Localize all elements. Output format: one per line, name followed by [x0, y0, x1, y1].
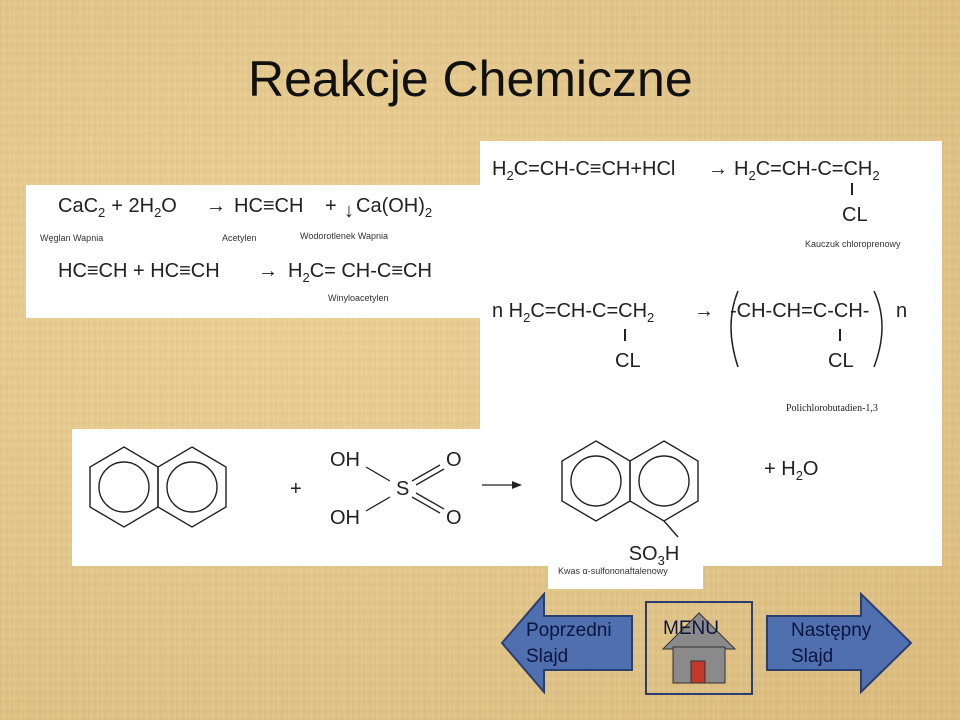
svg-text:Acetylen: Acetylen: [222, 233, 257, 243]
svg-text:+ H2O: + H2O: [764, 458, 818, 483]
left-arrow-icon: [500, 591, 633, 695]
previous-slide-label-line1: Poprzedni: [526, 620, 612, 641]
svg-text:SO3H: SO3H: [629, 543, 680, 568]
acetylene-reactions-panel: CaC2+ 2H2O → HC≡CH + ↓ Ca(OH)2 Węglan Wa…: [26, 185, 486, 318]
svg-text:Winyloacetylen: Winyloacetylen: [328, 293, 389, 303]
svg-text:n H2C=CH-C=CH2: n H2C=CH-C=CH2: [492, 300, 654, 325]
next-slide-label-line1: Następny: [791, 620, 872, 641]
svg-text:Kauczuk chloroprenowy: Kauczuk chloroprenowy: [805, 239, 901, 249]
previous-slide-button[interactable]: Poprzedni Slajd: [500, 591, 634, 695]
svg-text:↓: ↓: [344, 200, 354, 222]
svg-text:+: +: [290, 478, 302, 500]
next-slide-button[interactable]: Następny Slajd: [765, 591, 913, 695]
chloroprene-equations: H2C=CH-C≡CH+HCl → H2C=CH-C=CH2 CL Kauczu…: [492, 158, 907, 414]
svg-text:Wodorotlenek Wapnia: Wodorotlenek Wapnia: [300, 231, 388, 241]
svg-text:→: →: [258, 260, 278, 282]
svg-text:n: n: [896, 300, 907, 322]
svg-text:→: →: [694, 300, 714, 322]
svg-text:O: O: [446, 507, 462, 529]
svg-text:→: →: [206, 195, 226, 217]
svg-text:Kwas α-sulfononaftalenowy: Kwas α-sulfononaftalenowy: [558, 566, 668, 576]
sulfonation-panel: + OH O S OH O + H2O: [72, 429, 942, 566]
svg-text:S: S: [396, 478, 409, 500]
acetylene-equations: CaC2+ 2H2O → HC≡CH + ↓ Ca(OH)2 Węglan Wa…: [40, 195, 432, 303]
previous-slide-label-line2: Slajd: [526, 646, 569, 667]
svg-text:HC≡CH + HC≡CH: HC≡CH + HC≡CH: [58, 260, 220, 282]
so3h-label-layer: SO3H Kwas α-sulfononaftalenowy: [558, 543, 680, 576]
svg-text:+: +: [325, 195, 337, 217]
sulfonation-product-panel: [548, 566, 703, 589]
svg-text:CL: CL: [615, 350, 641, 372]
sulfonation-equation: + OH O S OH O + H2O: [89, 440, 818, 538]
svg-text:H2C=CH-C=CH2: H2C=CH-C=CH2: [734, 158, 880, 183]
svg-text:CL: CL: [842, 204, 868, 226]
svg-text:Polichlorobutadien-1,3: Polichlorobutadien-1,3: [786, 403, 878, 414]
home-icon: [645, 601, 753, 695]
menu-button[interactable]: MENU: [645, 601, 753, 695]
svg-text:H2C= CH-C≡CH: H2C= CH-C≡CH: [288, 260, 432, 285]
svg-text:OH: OH: [330, 507, 360, 529]
naphthalene-structure: [89, 446, 227, 528]
svg-text:Węglan Wapnia: Węglan Wapnia: [40, 233, 103, 243]
next-slide-label-line2: Slajd: [791, 646, 834, 667]
svg-text:HC≡CH: HC≡CH: [234, 195, 303, 217]
naphthalenesulfonic-acid-structure: [561, 440, 699, 538]
right-arrow-icon: [766, 591, 913, 695]
svg-text:CL: CL: [828, 350, 854, 372]
svg-text:O: O: [446, 449, 462, 471]
svg-text:Ca(OH)2: Ca(OH)2: [356, 195, 432, 220]
svg-text:OH: OH: [330, 449, 360, 471]
svg-text:→: →: [708, 158, 728, 180]
menu-label: MENU: [663, 618, 719, 639]
svg-text:-CH-CH=C-CH-: -CH-CH=C-CH-: [730, 300, 869, 322]
chloroprene-panel: H2C=CH-C≡CH+HCl → H2C=CH-C=CH2 CL Kauczu…: [480, 141, 942, 431]
svg-text:H2C=CH-C≡CH+HCl: H2C=CH-C≡CH+HCl: [492, 158, 675, 183]
svg-text:CaC2+ 2H2O: CaC2+ 2H2O: [58, 195, 177, 220]
slide-title: Reakcje Chemiczne: [248, 51, 693, 107]
